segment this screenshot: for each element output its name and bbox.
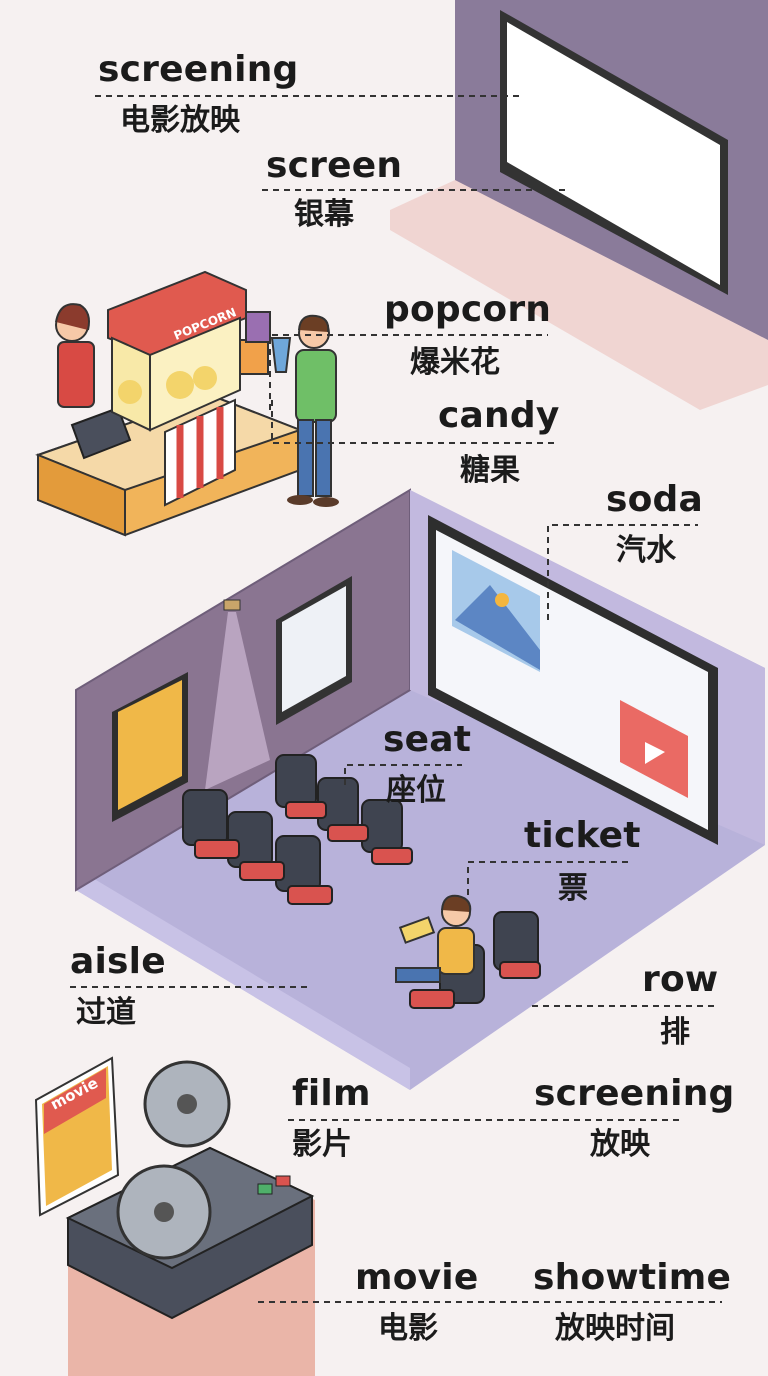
vocab-en-soda: soda bbox=[606, 479, 704, 520]
vocab-en-screening: screening bbox=[98, 49, 299, 90]
theater-room-illustration bbox=[75, 488, 765, 1090]
vocab-en-candy: candy bbox=[438, 395, 560, 436]
screen-wall-illustration bbox=[390, 0, 768, 410]
vocab-zh-ticket: 票 bbox=[558, 871, 588, 906]
vocab-en-screen: screen bbox=[266, 145, 403, 186]
vocab-en-movie: movie bbox=[355, 1257, 479, 1298]
vocab-en-seat: seat bbox=[383, 719, 472, 760]
vocab-zh-popcorn: 爆米花 bbox=[410, 345, 500, 380]
vocab-zh-candy: 糖果 bbox=[460, 453, 520, 488]
vocab-en-screening-2: screening bbox=[534, 1073, 735, 1114]
concession-stand-illustration bbox=[35, 270, 339, 537]
film-projector-illustration: movie bbox=[34, 1056, 315, 1376]
vocab-zh-film: 影片 bbox=[292, 1127, 352, 1162]
vocab-en-showtime: showtime bbox=[533, 1257, 732, 1298]
vocab-zh-screening: 电影放映 bbox=[120, 103, 240, 138]
label-leader-lines bbox=[70, 95, 722, 1303]
vocab-zh-row: 排 bbox=[660, 1015, 690, 1050]
vocab-en-aisle: aisle bbox=[70, 941, 166, 982]
vocab-en-film: film bbox=[292, 1073, 371, 1114]
vocab-zh-showtime: 放映时间 bbox=[555, 1311, 675, 1346]
vocab-en-popcorn: popcorn bbox=[384, 289, 552, 330]
vocab-zh-screen: 银幕 bbox=[294, 197, 354, 232]
vocab-en-ticket: ticket bbox=[524, 815, 641, 856]
vocab-zh-aisle: 过道 bbox=[76, 995, 136, 1030]
vocab-zh-seat: 座位 bbox=[386, 773, 446, 808]
vocab-en-row: row bbox=[642, 959, 719, 1000]
vocab-zh-soda: 汽水 bbox=[616, 533, 676, 568]
vocab-zh-screening-2: 放映 bbox=[590, 1127, 650, 1162]
vocab-zh-movie: 电影 bbox=[378, 1311, 438, 1346]
